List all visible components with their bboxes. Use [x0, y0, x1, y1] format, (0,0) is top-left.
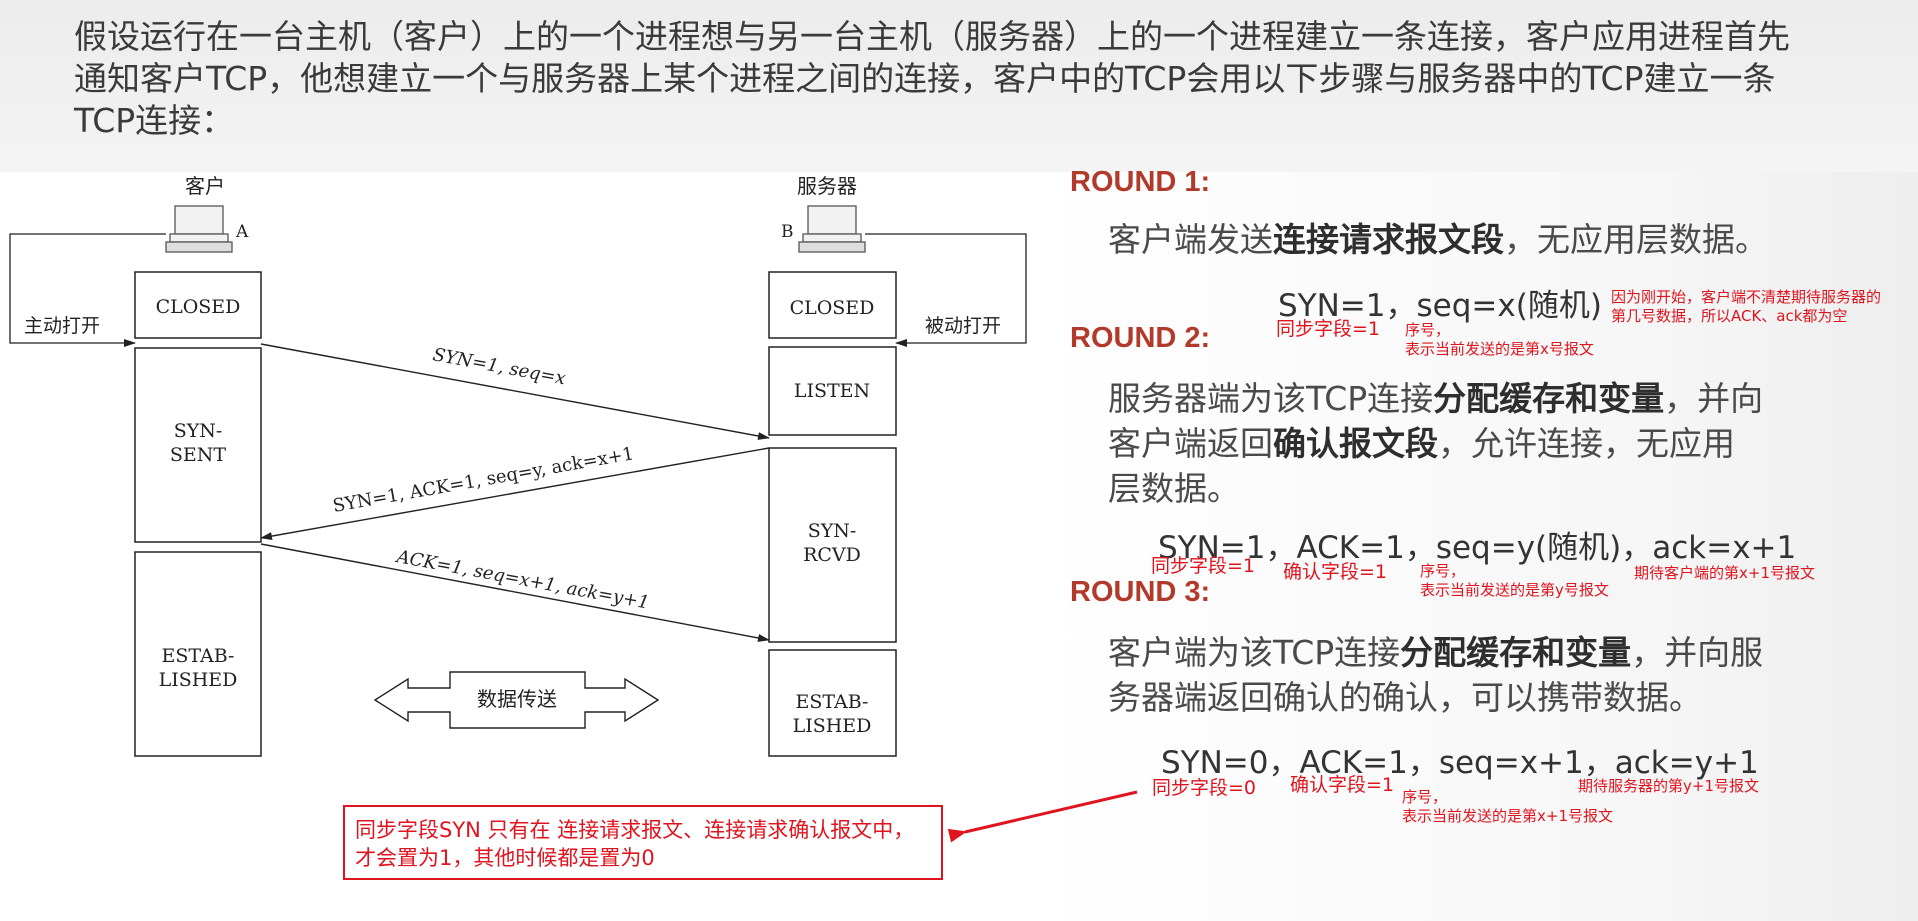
round-2-title: ROUND 2: — [1070, 322, 1211, 354]
tcp-handshake-diagram: 客户 A 服务器 B 主动打开 被动打开 CLOSED SYN- SENT ES… — [9, 174, 1027, 757]
client-state-established-box — [134, 551, 262, 757]
client-computer-icon — [165, 205, 233, 253]
active-open-label: 主动打开 — [24, 315, 100, 337]
client-host-letter: A — [235, 222, 249, 242]
server-state-closed: CLOSED — [790, 297, 875, 319]
server-state-established-line2: LISHED — [793, 715, 872, 737]
client-state-established-line2: LISHED — [159, 669, 238, 691]
round-1-note-seq-1: 序号， — [1405, 321, 1451, 339]
client-state-syn-sent-box — [134, 347, 262, 543]
syn-callout-line-1: 同步字段SYN 只有在 连接请求报文、连接请求确认报文中， — [355, 818, 915, 842]
server-state-syn-rcvd-line2: RCVD — [803, 544, 861, 566]
client-name: 客户 — [185, 174, 225, 198]
client-state-established-line1: ESTAB- — [162, 645, 235, 667]
passive-open-connector — [865, 233, 1027, 347]
server-name: 服务器 — [797, 174, 857, 198]
header-background — [0, 0, 1918, 172]
passive-open-label: 被动打开 — [925, 315, 1001, 337]
round-2-note-seq-2: 表示当前发送的是第y号报文 — [1420, 581, 1609, 599]
round-2-note-seq-1: 序号， — [1420, 562, 1466, 580]
active-open-connector — [9, 233, 166, 347]
round-3-note-seq-2: 表示当前发送的是第x+1号报文 — [1402, 807, 1613, 825]
round-2-note-syn: 同步字段=1 — [1151, 555, 1256, 577]
data-transfer-double-arrow — [373, 671, 660, 729]
round-1-note-why-1: 因为刚开始，客户端不清楚期待服务器的 — [1611, 288, 1882, 306]
server-state-syn-rcvd-line1: SYN- — [808, 520, 857, 542]
server-host-letter: B — [781, 222, 794, 242]
round-1-fields: SYN=1，seq=x(随机) — [1278, 288, 1602, 324]
round-1-note-why-2: 第几号数据，所以ACK、ack都为空 — [1611, 307, 1848, 325]
segment-2-arrow — [260, 447, 770, 541]
server-state-syn-rcvd-box — [768, 447, 897, 643]
round-3-title: ROUND 3: — [1070, 576, 1211, 608]
client-state-closed-box — [134, 271, 262, 339]
segment-3-arrow — [260, 543, 770, 642]
syn-callout-line-2: 才会置为1，其他时候都是置为0 — [355, 846, 655, 870]
server-state-listen-box — [768, 346, 897, 436]
round-2-note-ack-flag: 确认字段=1 — [1283, 561, 1388, 583]
round-3-description: 客户端为该TCP连接分配缓存和变量，并向服务器端返回确认的确认，可以携带数据。 — [1108, 633, 1764, 717]
server-computer-icon — [798, 205, 866, 253]
round-1-description: 客户端发送连接请求报文段，无应用层数据。 — [1108, 220, 1768, 259]
data-transfer-label: 数据传送 — [477, 687, 557, 711]
client-state-syn-sent-line1: SYN- — [174, 420, 223, 442]
round-3-note-ack-flag: 确认字段=1 — [1290, 774, 1395, 796]
round-3-note-syn: 同步字段=0 — [1152, 777, 1257, 799]
round-2-note-ack-num: 期待客户端的第x+1号报文 — [1634, 564, 1815, 582]
round-3-note-seq-1: 序号， — [1402, 788, 1448, 806]
round-1-note-syn: 同步字段=1 — [1276, 318, 1381, 340]
server-state-established-box — [768, 649, 897, 757]
server-state-listen: LISTEN — [794, 380, 870, 402]
client-state-syn-sent-line2: SENT — [170, 444, 227, 466]
server-state-established-line1: ESTAB- — [796, 691, 869, 713]
segment-1-label: SYN=1, seq=x — [431, 344, 567, 389]
server-state-closed-box — [768, 271, 897, 339]
round-2-description: 服务器端为该TCP连接分配缓存和变量，并向客户端返回确认报文段，允许连接，无应用… — [1108, 379, 1764, 508]
round-1-note-seq-2: 表示当前发送的是第x号报文 — [1405, 340, 1594, 358]
segment-1-arrow — [260, 343, 770, 440]
round-1-title: ROUND 1: — [1070, 166, 1211, 198]
segment-3-label: ACK=1, seq=x+1, ack=y+1 — [393, 546, 651, 614]
round-3-note-ack-num: 期待服务器的第y+1号报文 — [1578, 777, 1759, 795]
intro-paragraph: 假设运行在一台主机（客户）上的一个进程想与另一台主机（服务器）上的一个进程建立一… — [74, 17, 1790, 140]
round-2-fields: SYN=1，ACK=1，seq=y(随机)，ack=x+1 — [1158, 530, 1797, 566]
round-3-fields: SYN=0，ACK=1，seq=x+1，ack=y+1 — [1161, 745, 1759, 781]
client-state-closed: CLOSED — [156, 296, 241, 318]
notes-background — [1040, 172, 1918, 921]
syn-callout-box: 同步字段SYN 只有在 连接请求报文、连接请求确认报文中， 才会置为1，其他时候… — [343, 805, 943, 880]
